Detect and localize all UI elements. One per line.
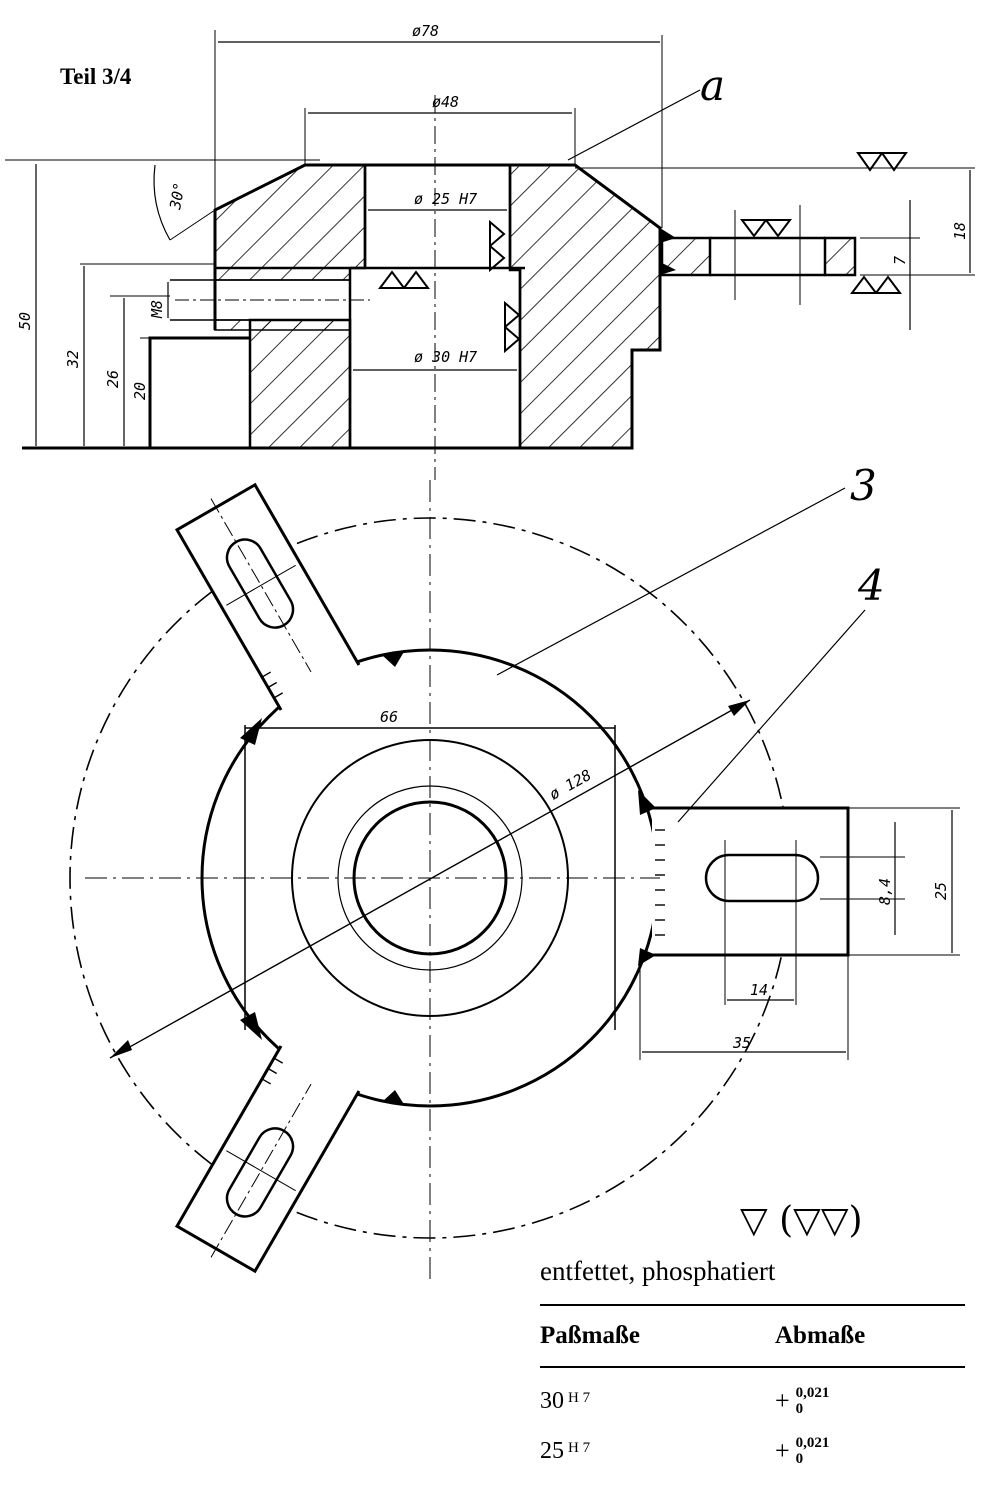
surface-symbol [740,219,792,238]
arm-upper-left [174,482,361,711]
dim-slot-14: 14 [750,981,768,999]
header-deviations: Abmaße [775,1322,866,1349]
table-header: Paßmaße Abmaße [540,1306,965,1368]
hatch-thread [214,267,351,281]
surface-symbol [504,300,521,354]
finish-note: entfettet, phosphatiert [540,1256,776,1286]
bar-section-right [823,236,857,277]
outline-left-step [148,336,250,448]
surface-symbol [850,275,902,294]
dim-thread-m8: M8 [148,300,166,319]
dim-diameter-25: ø 25 H7 [414,190,477,208]
hatch-right [508,163,662,450]
label-3: 3 [850,461,877,510]
surface-symbol [378,270,430,289]
surface-symbol [856,152,908,172]
bar-section-left [660,236,712,277]
hatch-thread-lower [214,319,351,331]
arm-right [639,806,960,1060]
plan-view [69,480,960,1280]
dim-height-7: 7 [891,256,909,265]
section-view [5,30,975,480]
dim-diameter-48: ø48 [432,93,459,111]
header-fit-sizes: Paßmaße [540,1322,640,1349]
label-a: a [700,61,725,110]
label-4: 4 [857,561,885,610]
dim-height-32: 32 [64,350,82,369]
dim-diameter-30: ø 30 H7 [414,348,477,366]
surface-symbol [489,219,506,273]
dim-diameter-78: ø78 [412,22,439,40]
hatch-left-upper [213,163,367,270]
part-title: Teil 3/4 [60,64,132,89]
dim-height-50: 50 [16,312,34,330]
dim-height-26: 26 [104,370,122,388]
dim-height-20: 20 [131,382,149,400]
dim-width-66: 66 [380,708,398,726]
dim-width-35: 35 [732,1034,751,1052]
dim-slot-8-4: 8,4 [876,878,894,905]
dim-width-25: 25 [932,882,950,900]
hatch-left-lower [248,318,352,450]
surface-finish-symbol: ▽ (▽▽) [740,1200,863,1241]
dim-angle-30: 30° [166,181,189,212]
arm-lower-left [174,1045,361,1274]
dim-height-18: 18 [951,222,969,240]
